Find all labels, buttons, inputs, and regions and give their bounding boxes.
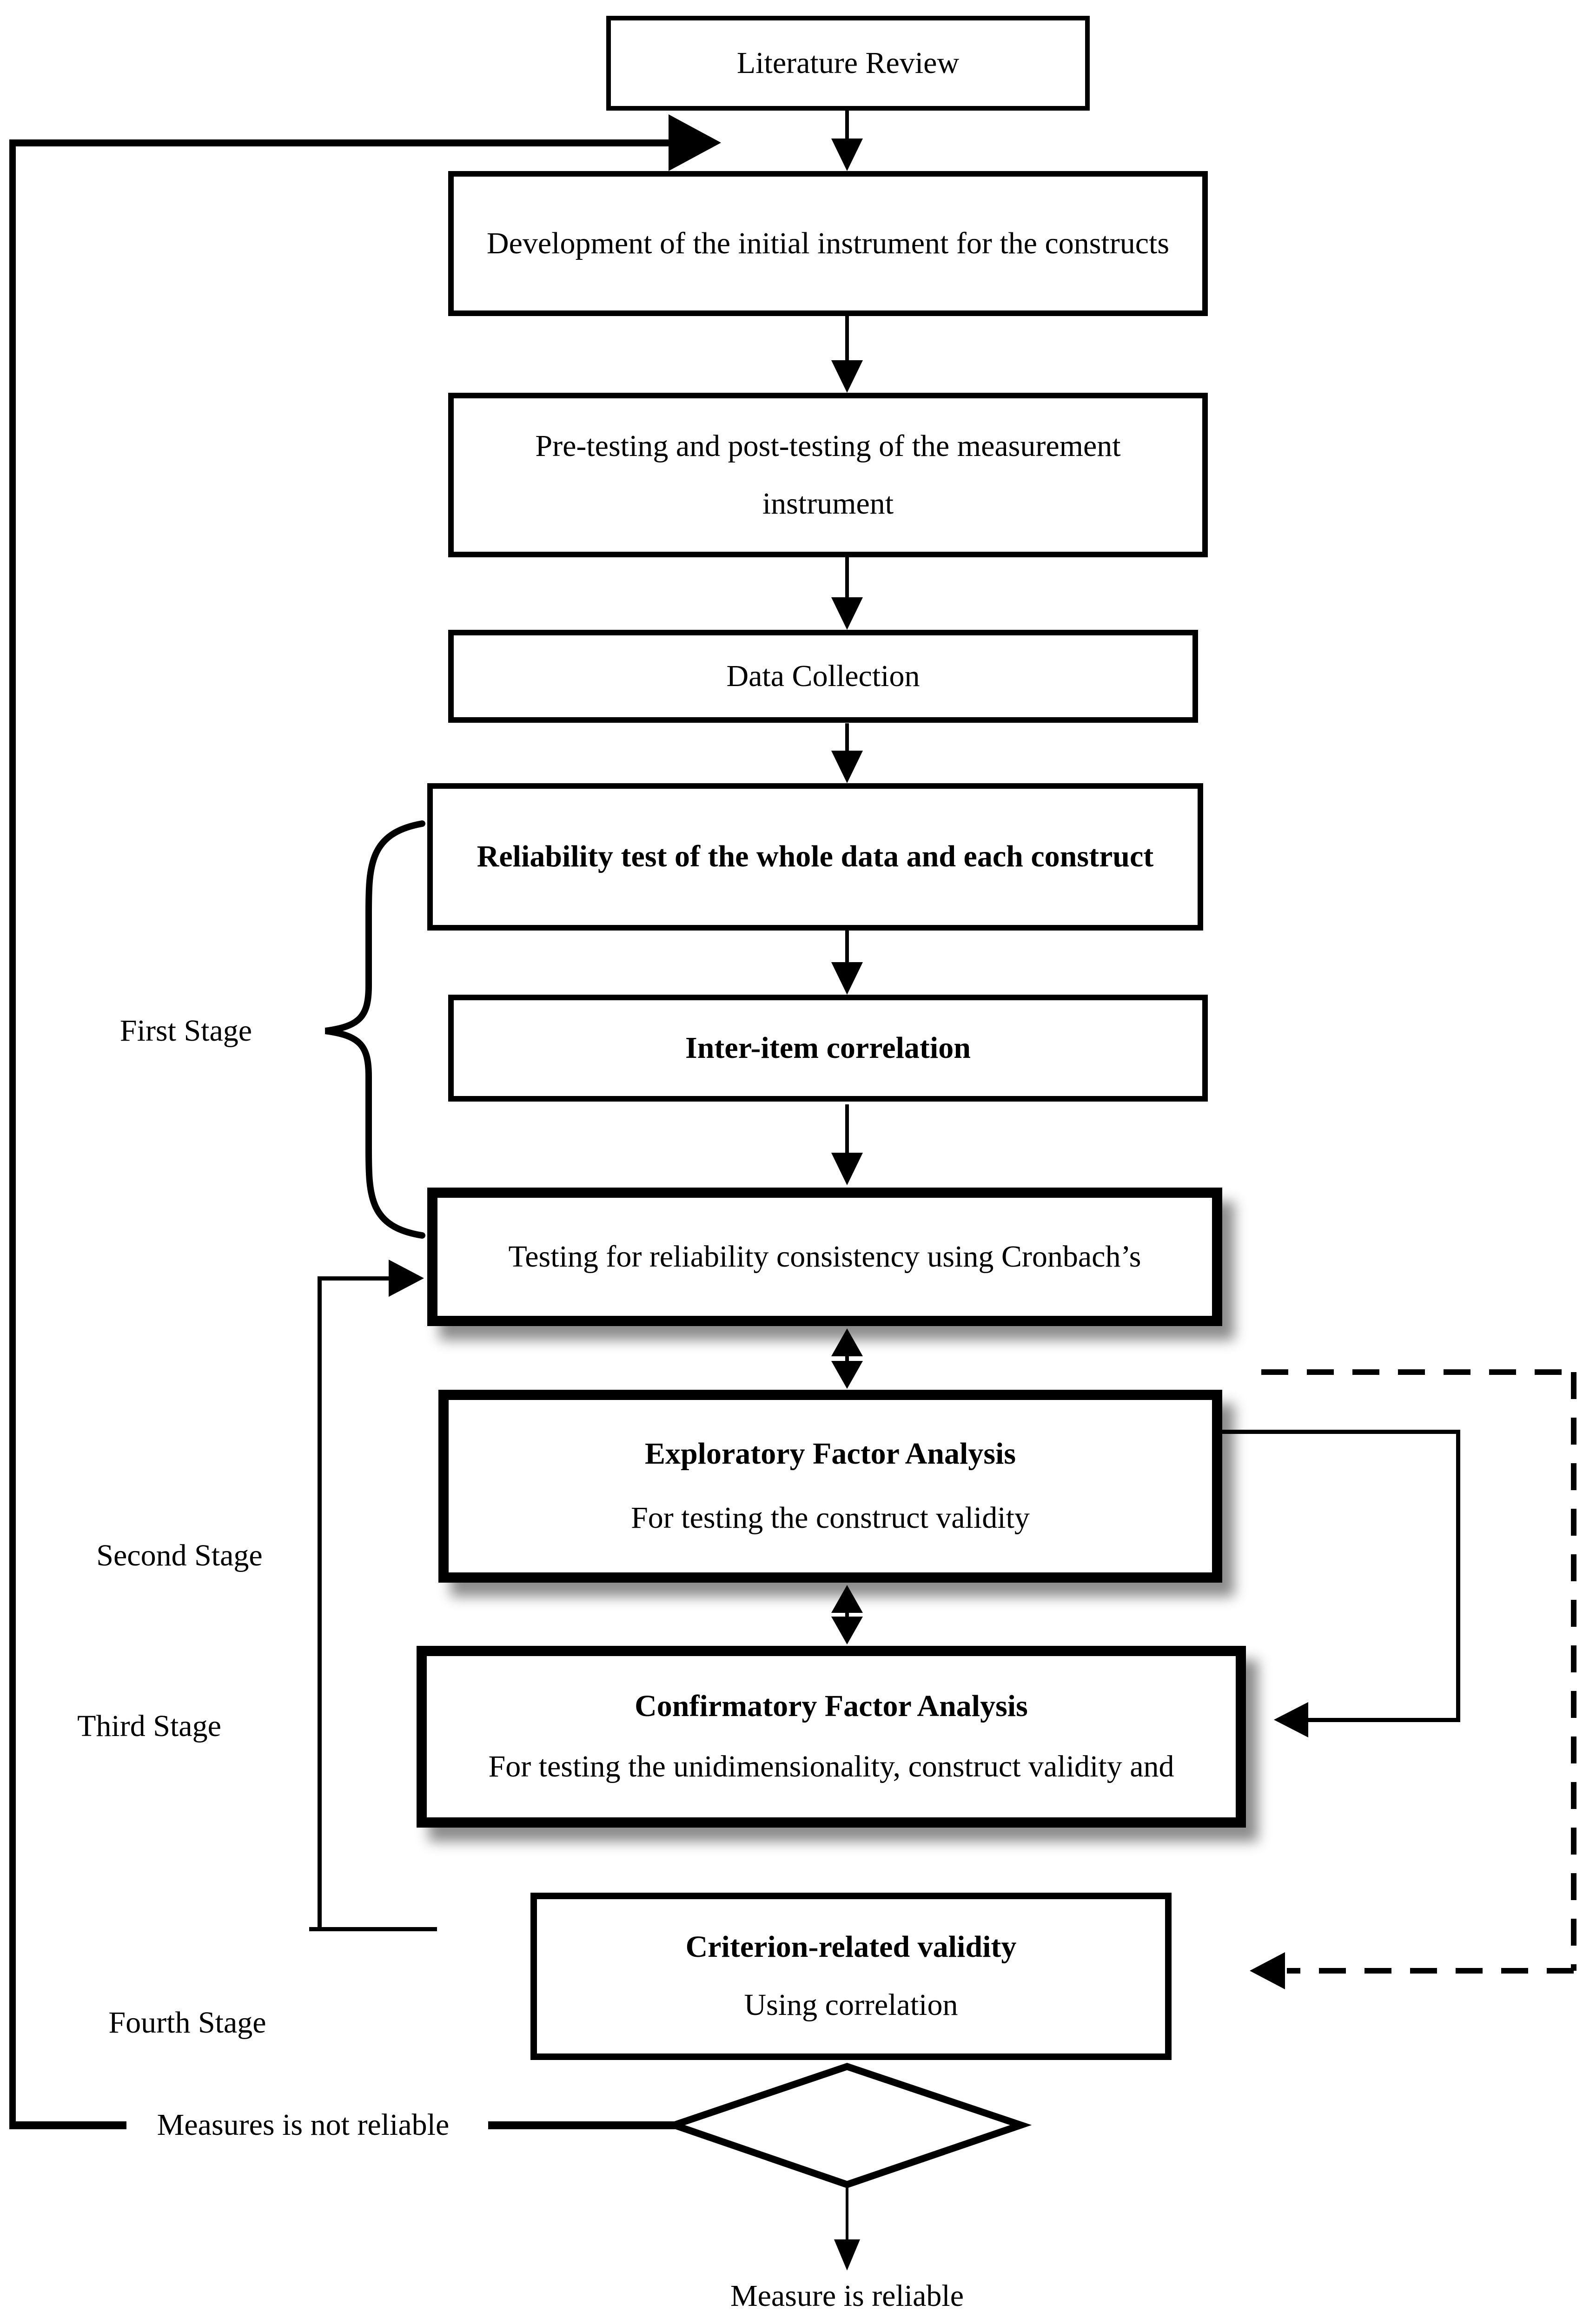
- decision-diamond: [663, 2063, 1032, 2188]
- feedback-outer-top-line: [9, 139, 669, 146]
- box-confirmatory-factor-analysis: Confirmatory Factor Analysis For testing…: [417, 1646, 1246, 1828]
- box-data-collection: Data Collection: [448, 630, 1198, 723]
- efa-right-arrowhead: [1274, 1702, 1308, 1737]
- feedback-inner-arrowhead: [389, 1260, 424, 1297]
- arrow-reliability-to-interitem: [831, 931, 863, 995]
- box-criterion-validity: Criterion-related validity Using correla…: [530, 1893, 1172, 2060]
- feedback-inner-bottom-line: [309, 1927, 437, 1931]
- box-reliability-test: Reliability test of the whole data and e…: [427, 783, 1203, 931]
- box-pretesting: Pre-testing and post-testing of the meas…: [448, 393, 1208, 557]
- arrow-efa-cfa-double: [831, 1585, 863, 1644]
- arrow-diamond-down: [834, 2185, 860, 2271]
- efa-title: Exploratory Factor Analysis: [644, 1437, 1016, 1471]
- efa-to-cfa-right-loop: [1222, 1430, 1460, 1737]
- feedback-outer-vertical: [9, 143, 16, 2128]
- efa-right-vertical: [1456, 1430, 1460, 1722]
- feedback-inner-top-line: [318, 1276, 392, 1281]
- box-inter-item-correlation: Inter-item correlation: [448, 995, 1208, 1102]
- feedback-outer-bottom-right-segment: [488, 2121, 675, 2129]
- label-measures-not-reliable: Measures is not reliable: [157, 2108, 450, 2142]
- efa-right-bottom-line: [1305, 1718, 1460, 1722]
- criterion-subtitle: Using correlation: [744, 1988, 958, 2022]
- arrow-interitem-to-cronbach: [831, 1104, 863, 1185]
- feedback-inner-loop: [309, 1260, 437, 1931]
- arrow-development-to-pretesting: [831, 316, 863, 393]
- arrow-cronbach-efa-double: [831, 1328, 863, 1389]
- cfa-subtitle: For testing the unidimensionality, const…: [488, 1750, 1174, 1784]
- label-fourth-stage: Fourth Stage: [108, 2006, 266, 2040]
- criterion-title: Criterion-related validity: [685, 1930, 1017, 1964]
- arrow-pretesting-to-data: [831, 557, 863, 630]
- pretesting-line1: Pre-testing and post-testing of the meas…: [535, 429, 1121, 463]
- efa-right-top-line: [1222, 1430, 1460, 1434]
- feedback-outer-bottom-left-segment: [9, 2121, 126, 2129]
- cfa-title: Confirmatory Factor Analysis: [635, 1689, 1028, 1723]
- cronbach-label: Testing for reliability consistency usin…: [508, 1239, 1141, 1274]
- efa-to-criterion-dashed-loop: [1261, 1369, 1576, 1974]
- box-development: Development of the initial instrument fo…: [448, 171, 1208, 316]
- pretesting-line2: instrument: [762, 486, 894, 521]
- feedback-outer-arrowhead: [669, 114, 721, 171]
- box-literature-review: Literature Review: [606, 16, 1090, 111]
- literature-review-label: Literature Review: [736, 46, 960, 80]
- label-measure-is-reliable: Measure is reliable: [730, 2279, 964, 2313]
- box-exploratory-factor-analysis: Exploratory Factor Analysis For testing …: [438, 1390, 1222, 1583]
- arrow-literature-to-development: [831, 111, 863, 171]
- efa-subtitle: For testing the construct validity: [631, 1501, 1030, 1535]
- development-label: Development of the initial instrument fo…: [486, 226, 1170, 260]
- inter-item-label: Inter-item correlation: [685, 1030, 971, 1065]
- first-stage-brace: [325, 820, 425, 1239]
- box-cronbach-test: Testing for reliability consistency usin…: [427, 1188, 1222, 1326]
- feedback-inner-vertical: [318, 1278, 322, 1931]
- reliability-test-label: Reliability test of the whole data and e…: [477, 839, 1154, 874]
- data-collection-label: Data Collection: [726, 659, 920, 693]
- label-second-stage: Second Stage: [96, 1538, 263, 1572]
- label-first-stage: First Stage: [119, 1014, 252, 1048]
- dashed-loop-arrowhead: [1250, 1952, 1285, 1989]
- arrow-data-to-reliability: [831, 723, 863, 783]
- label-third-stage: Third Stage: [77, 1709, 221, 1743]
